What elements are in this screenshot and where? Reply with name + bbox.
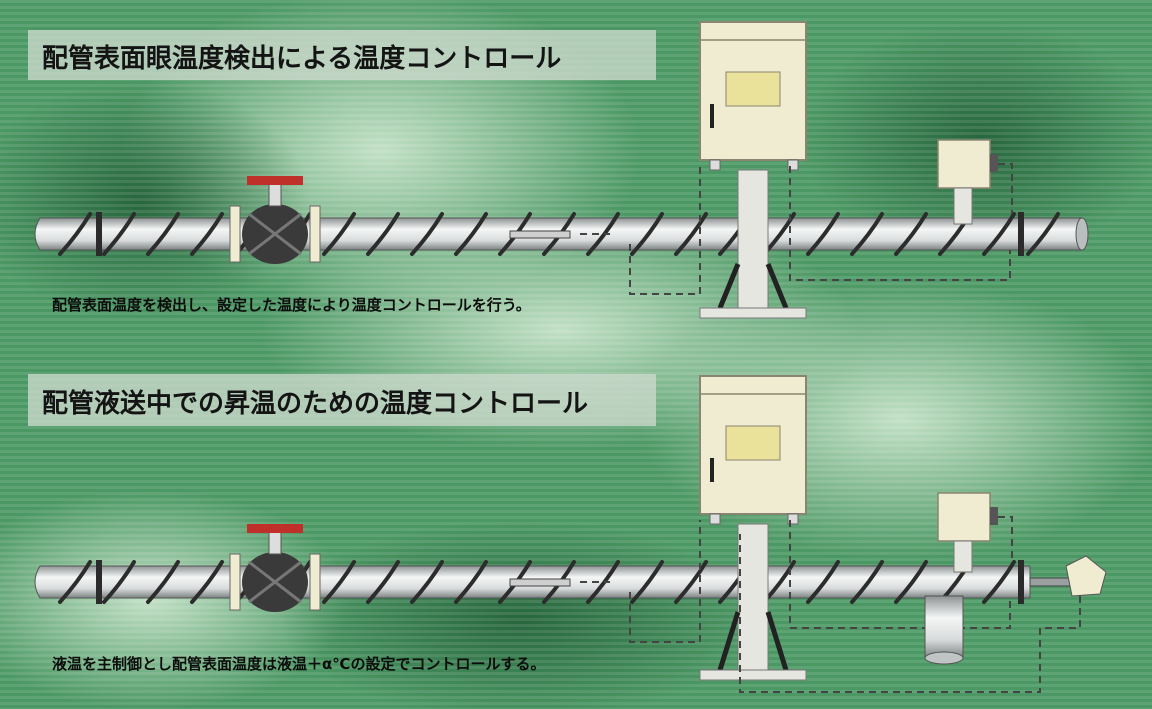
top-heater-turn bbox=[982, 212, 1016, 256]
bottom-branch-pipe bbox=[924, 595, 964, 659]
top-heater-turn bbox=[894, 212, 928, 256]
bottom-valve-flange-right bbox=[309, 553, 321, 611]
top-valve-flange-left bbox=[229, 205, 241, 263]
top-panel-stand bbox=[737, 169, 769, 311]
bottom-heater-turn bbox=[322, 560, 356, 604]
bottom-heater-turn bbox=[102, 560, 136, 604]
bottom-panel-foot-1 bbox=[787, 513, 799, 525]
top-valve-handle bbox=[247, 176, 303, 185]
bottom-stand-base bbox=[699, 669, 807, 681]
bottom-junction-box bbox=[937, 492, 991, 542]
top-junction-post bbox=[953, 187, 973, 225]
top-surface-sensor bbox=[509, 230, 571, 239]
bottom-caption: 液温を主制御とし配管表面温度は液温＋α℃の設定でコントロールする。 bbox=[52, 655, 546, 673]
bottom-sensor-wire bbox=[580, 520, 701, 643]
top-heater-turn bbox=[806, 212, 840, 256]
bottom-junction-gland bbox=[990, 507, 998, 525]
bottom-panel-window bbox=[725, 425, 781, 461]
bottom-heater-turn bbox=[190, 560, 224, 604]
top-panel-handle bbox=[710, 104, 714, 128]
top-heater-wire bbox=[789, 163, 1013, 281]
top-row bbox=[34, 21, 1089, 319]
bottom-heater-turn bbox=[674, 560, 708, 604]
bottom-title: 配管液送中での昇温のための温度コントロール bbox=[42, 389, 589, 419]
top-title: 配管表面眼温度検出による温度コントロール bbox=[42, 44, 562, 74]
top-panel-foot-0 bbox=[709, 159, 721, 171]
top-flange-1 bbox=[1018, 212, 1024, 256]
bottom-row bbox=[34, 375, 1107, 693]
bottom-flange-1 bbox=[1018, 560, 1024, 604]
bottom-heater-turn bbox=[58, 560, 92, 604]
bottom-heater-turn bbox=[630, 560, 664, 604]
bottom-panel-stand bbox=[737, 523, 769, 673]
top-heater-turn bbox=[454, 212, 488, 256]
top-valve-cross bbox=[248, 212, 302, 256]
top-heater-turn bbox=[630, 212, 664, 256]
top-junction-box bbox=[937, 139, 991, 189]
top-heater-turn bbox=[58, 212, 92, 256]
bottom-thermowell bbox=[1029, 577, 1071, 587]
top-heater-turn bbox=[410, 212, 444, 256]
top-panel-window bbox=[725, 71, 781, 107]
bottom-valve-handle bbox=[247, 524, 303, 533]
bottom-heater-turn bbox=[454, 560, 488, 604]
bottom-heater-turn bbox=[806, 560, 840, 604]
top-heater-turn bbox=[146, 212, 180, 256]
bottom-stand-legs bbox=[717, 611, 789, 671]
bottom-thermocouple-head bbox=[1065, 555, 1107, 597]
bottom-surface-sensor bbox=[509, 578, 571, 587]
top-flange-0 bbox=[96, 212, 102, 256]
top-title-band bbox=[28, 30, 656, 80]
top-heater-turn bbox=[322, 212, 356, 256]
bottom-heater-turn bbox=[982, 560, 1016, 604]
top-sensor-wire bbox=[580, 166, 701, 295]
bottom-heater-turn bbox=[850, 560, 884, 604]
bottom-junction-post bbox=[953, 540, 973, 573]
bottom-panel-foot-0 bbox=[709, 513, 721, 525]
top-valve-stem bbox=[268, 181, 282, 207]
bottom-flange-0 bbox=[96, 560, 102, 604]
bottom-heater-wire bbox=[789, 516, 1013, 629]
bottom-branch-pipe-end bbox=[924, 651, 964, 665]
top-heater-turn bbox=[190, 212, 224, 256]
top-panel-foot-1 bbox=[787, 159, 799, 171]
top-caption: 配管表面温度を検出し、設定した温度により温度コントロールを行う。 bbox=[52, 296, 531, 314]
bottom-valve-stem bbox=[268, 529, 282, 555]
top-heater-turn bbox=[102, 212, 136, 256]
top-stand-base bbox=[699, 307, 807, 319]
top-stand-legs bbox=[717, 263, 789, 309]
bottom-heater-turn bbox=[146, 560, 180, 604]
bottom-panel-handle bbox=[710, 458, 714, 482]
bottom-heater-turn bbox=[894, 560, 928, 604]
bottom-valve-cross bbox=[248, 560, 302, 604]
top-junction-gland bbox=[990, 154, 998, 172]
top-heater-turn bbox=[1026, 212, 1060, 256]
bottom-title-band bbox=[28, 374, 656, 426]
top-heater-turn bbox=[366, 212, 400, 256]
bottom-valve-flange-left bbox=[229, 553, 241, 611]
top-valve-flange-right bbox=[309, 205, 321, 263]
top-pipe-end bbox=[1075, 217, 1089, 251]
bottom-heater-turn bbox=[410, 560, 444, 604]
bottom-liquid-sensor-wire bbox=[739, 534, 1081, 693]
top-heater-turn bbox=[850, 212, 884, 256]
top-heater-turn bbox=[674, 212, 708, 256]
bottom-heater-turn bbox=[366, 560, 400, 604]
